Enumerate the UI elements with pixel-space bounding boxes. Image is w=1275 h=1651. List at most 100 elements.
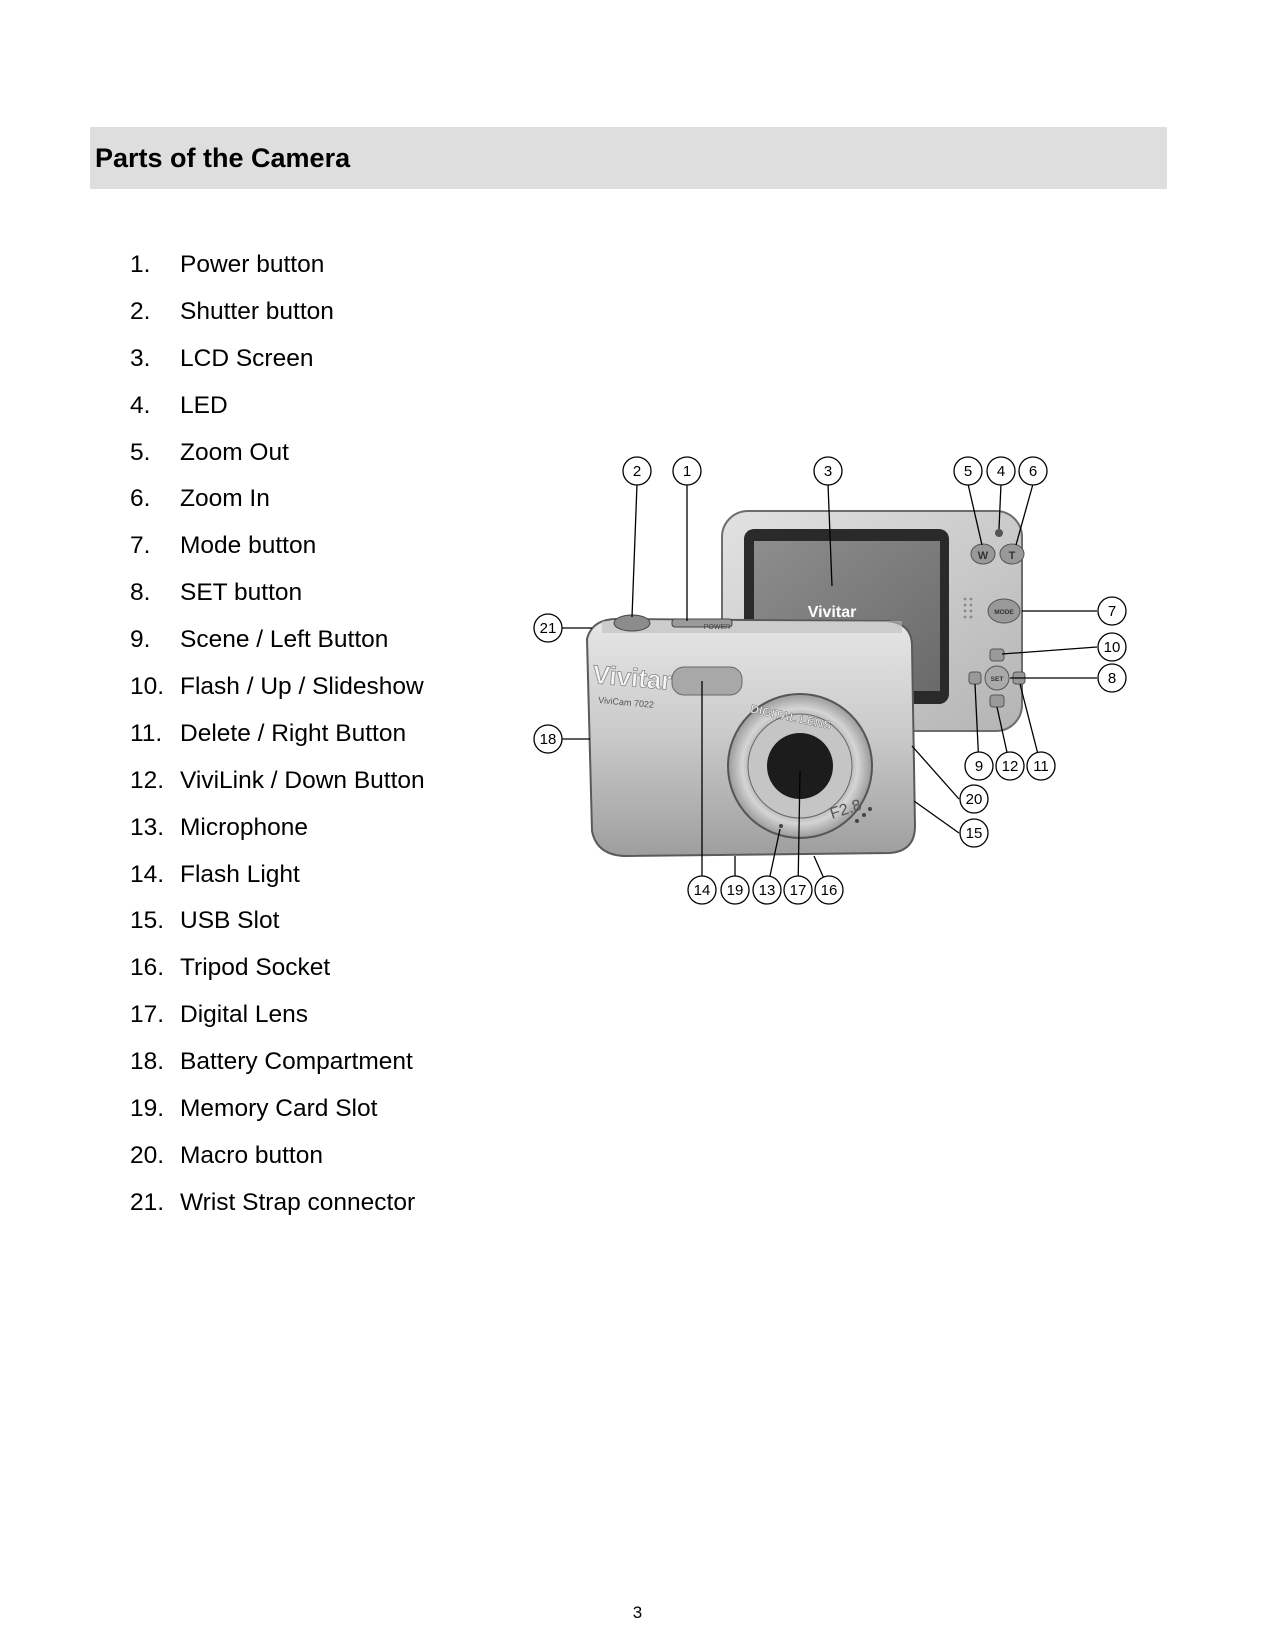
list-item: 10. Flash / Up / Slideshow (130, 672, 425, 719)
list-item: 15.USB Slot (130, 906, 425, 953)
list-item: 3. LCD Screen (130, 344, 425, 391)
item-label: Shutter button (180, 297, 334, 325)
section-title: Parts of the Camera (95, 143, 351, 173)
item-label: LCD Screen (180, 344, 314, 372)
svg-text:20: 20 (966, 791, 983, 808)
svg-text:5: 5 (964, 463, 972, 480)
svg-text:18: 18 (540, 731, 557, 748)
item-label: Memory Card Slot (180, 1095, 378, 1123)
list-item: 5. Zoom Out (130, 438, 425, 485)
callout-19: 19 (720, 875, 750, 905)
svg-text:16: 16 (821, 882, 838, 899)
item-label: Digital Lens (180, 1001, 309, 1029)
item-label: Wrist Strap connector (180, 1188, 416, 1216)
svg-text:13: 13 (759, 882, 776, 899)
list-item: 14. Flash Light (130, 860, 425, 907)
callout-16: 16 (814, 875, 844, 905)
callout-5: 5 (953, 456, 983, 486)
item-label: Microphone (180, 813, 309, 841)
item-label: ViviLink / Down Button (180, 766, 425, 794)
item-number: 17. (130, 1001, 165, 1029)
callout-2: 2 (622, 456, 652, 486)
svg-text:19: 19 (727, 882, 744, 899)
item-label: Flash / Up / Slideshow (180, 673, 424, 701)
item-number: 21. (130, 1188, 165, 1216)
callout-13: 13 (752, 875, 782, 905)
callout-10: 10 (1097, 632, 1127, 662)
callout-1: 1 (672, 456, 702, 486)
item-number: 2. (130, 297, 151, 325)
item-label: Mode button (180, 532, 317, 560)
item-label: USB Slot (180, 907, 280, 935)
list-item: 12.ViviLink / Down Button (130, 766, 425, 813)
svg-text:12: 12 (1002, 758, 1019, 775)
tele-button-label: T (1009, 550, 1016, 562)
flash-light-shape (671, 666, 743, 696)
callout-17: 17 (783, 875, 813, 905)
item-label: Tripod Socket (180, 954, 331, 982)
list-item: 7. Mode button (130, 531, 425, 578)
digital-lens-shape (767, 733, 833, 799)
list-item: 8. SET button (130, 578, 425, 625)
svg-text:15: 15 (966, 825, 983, 842)
item-label: Delete / Right Button (180, 719, 407, 747)
svg-text:4: 4 (997, 463, 1005, 480)
svg-text:2: 2 (633, 463, 641, 480)
callout-12: 12 (995, 751, 1025, 781)
item-label: Flash Light (180, 860, 300, 888)
list-item: 4.LED (130, 391, 425, 438)
item-label: Zoom Out (180, 438, 289, 466)
list-item: 13. Microphone (130, 813, 425, 860)
item-number: 9. (130, 626, 151, 654)
camera-diagram: Vivitar W T MODE SET POWER (530, 455, 1195, 955)
item-number: 13. (130, 813, 165, 841)
svg-text:8: 8 (1108, 670, 1116, 687)
list-item: 17. Digital Lens (130, 1000, 425, 1047)
callout-6: 6 (1018, 456, 1048, 486)
item-number: 16. (130, 954, 165, 982)
callout-14: 14 (687, 875, 717, 905)
callout-20: 20 (959, 784, 989, 814)
callout-8: 8 (1097, 663, 1127, 693)
callout-11: 11 (1026, 751, 1056, 781)
callout-21: 21 (533, 613, 563, 643)
list-item: 11. Delete / Right Button (130, 719, 425, 766)
svg-text:3: 3 (824, 463, 832, 480)
item-number: 19. (130, 1095, 165, 1123)
item-number: 5. (130, 438, 151, 466)
item-number: 20. (130, 1141, 165, 1169)
list-item: 1. Power button (130, 250, 425, 297)
item-number: 7. (130, 532, 151, 560)
list-item: 9.Scene / Left Button (130, 625, 425, 672)
svg-text:21: 21 (540, 620, 557, 637)
item-label: LED (180, 391, 228, 419)
callout-9: 9 (964, 751, 994, 781)
leader-lines (548, 483, 1098, 891)
screen-brand: Vivitar (808, 604, 857, 621)
item-number: 11. (130, 719, 163, 747)
item-number: 18. (130, 1048, 165, 1076)
item-number: 10. (130, 673, 165, 701)
svg-text:7: 7 (1108, 603, 1116, 620)
list-item: 18.Battery Compartment (130, 1047, 425, 1094)
svg-text:14: 14 (694, 882, 711, 899)
led-icon (995, 529, 1003, 537)
list-item: 16. Tripod Socket (130, 953, 425, 1000)
item-number: 1. (130, 251, 151, 278)
svg-text:10: 10 (1104, 639, 1121, 656)
list-item: 19. Memory Card Slot (130, 1094, 425, 1141)
list-item: 6.Zoom In (130, 484, 425, 531)
microphone-icon (779, 824, 783, 828)
svg-text:9: 9 (975, 758, 983, 775)
camera-brand-logo: Vivitar (591, 659, 672, 696)
list-item: 21. Wrist Strap connector (130, 1188, 425, 1235)
camera-model-label: ViviCam 7022 (598, 695, 655, 710)
item-label: Power button (180, 251, 325, 278)
camera-illustration: Vivitar W T MODE SET POWER (533, 456, 1127, 905)
item-number: 6. (130, 485, 151, 513)
item-number: 3. (130, 344, 151, 372)
item-label: SET button (180, 579, 303, 607)
item-number: 14. (130, 860, 165, 888)
item-number: 8. (130, 579, 151, 607)
set-button-label: SET (991, 676, 1004, 683)
